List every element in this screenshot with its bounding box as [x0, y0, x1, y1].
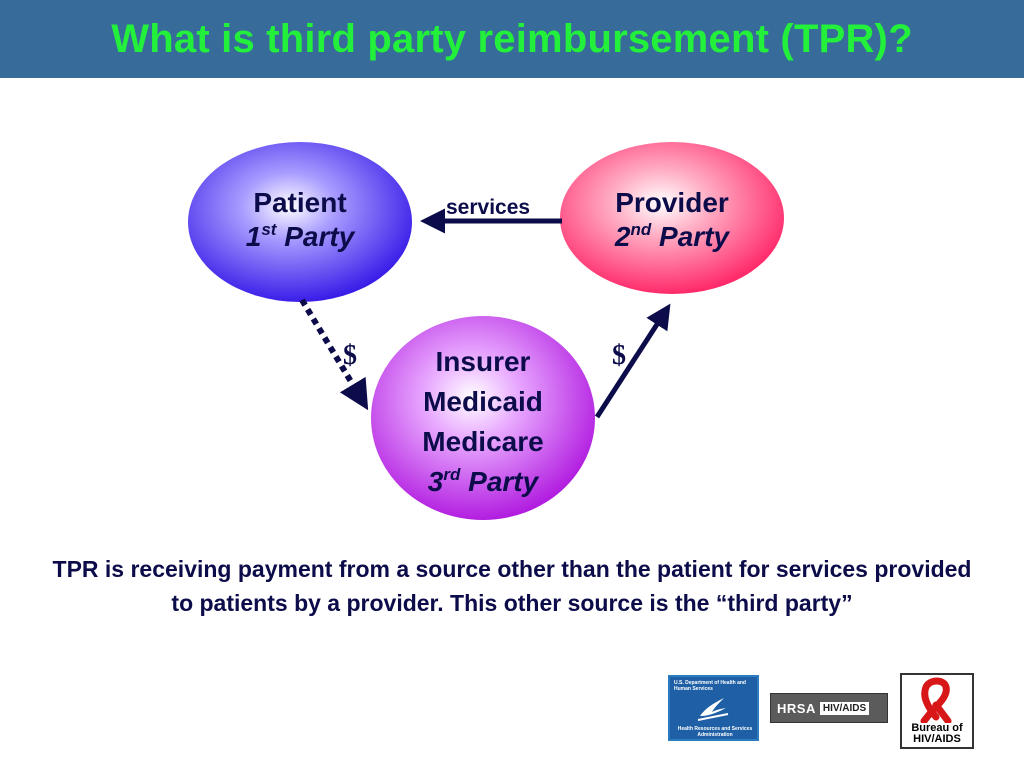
- patient-title: Patient: [253, 187, 347, 218]
- hrsa-word: HRSA: [777, 700, 816, 716]
- patient-party: 1st Party: [245, 220, 355, 252]
- hrsa-logo: HRSA HIV/AIDS: [770, 693, 888, 723]
- tpr-diagram: [188, 142, 784, 520]
- hhs-top-text: U.S. Department of Health and Human Serv…: [674, 680, 746, 692]
- patient-label: Patient 1st Party: [200, 186, 400, 254]
- bureau-line1: Bureau of: [911, 722, 963, 734]
- slide-title: What is third party reimbursement (TPR)?: [111, 16, 913, 61]
- patient-to-insurer-arrow: [299, 298, 369, 411]
- provider-node: [560, 142, 784, 294]
- insurer-medicaid: Medicaid: [423, 386, 543, 417]
- provider-party: 2nd Party: [614, 220, 730, 252]
- tpr-description: TPR is receiving payment from a source o…: [52, 556, 972, 616]
- title-bar: What is third party reimbursement (TPR)?: [0, 0, 1024, 78]
- patient-insurer-dollar-label: $: [343, 340, 357, 371]
- red-ribbon-icon: [920, 677, 952, 723]
- insurer-provider-dollar-label: $: [612, 340, 626, 371]
- insurer-medicare: Medicare: [422, 426, 544, 457]
- bureau-logo: Bureau of HIV/AIDS: [900, 673, 974, 749]
- insurer-node: [371, 316, 595, 520]
- insurer-label: Insurer Medicaid Medicare 3rd Party: [383, 342, 583, 502]
- services-label: services: [446, 196, 531, 219]
- provider-label: Provider 2nd Party: [572, 186, 772, 254]
- hhs-logo: U.S. Department of Health and Human Serv…: [668, 675, 759, 741]
- hrsa-hiv-box: HIV/AIDS: [819, 701, 870, 715]
- hhs-eagle-icon: [697, 698, 729, 721]
- insurer-party: 3rd Party: [427, 465, 539, 497]
- provider-title: Provider: [615, 187, 729, 218]
- patient-node: [188, 142, 412, 302]
- insurer-to-provider-arrow: [594, 303, 671, 419]
- bureau-line2: HIV/AIDS: [913, 733, 961, 745]
- insurer-title: Insurer: [435, 346, 531, 377]
- hhs-bottom-text: Health Resources and Services Administra…: [677, 726, 753, 738]
